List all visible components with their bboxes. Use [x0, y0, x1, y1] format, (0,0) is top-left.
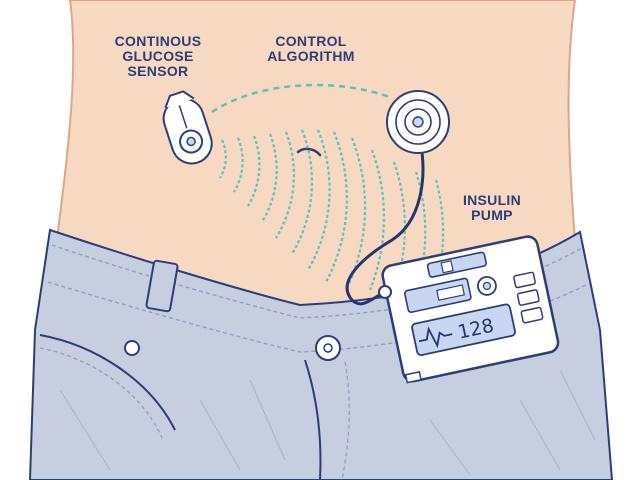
- label-algorithm-line-2: ALGORITHM: [267, 48, 355, 64]
- label-pump-line-2: PUMP: [471, 207, 513, 223]
- jeans-button-center: [323, 343, 333, 353]
- label-sensor-line-3: SENSOR: [127, 63, 189, 79]
- fly-stitch: [341, 361, 350, 480]
- label-algorithm-line-1: CONTROL: [275, 33, 347, 49]
- heartbeat-icon: [418, 326, 453, 349]
- navel: [296, 147, 322, 157]
- control-algorithm-icon: [386, 90, 450, 154]
- pocket-left: [39, 334, 176, 431]
- label-sensor-line-1: CONTINOUS: [114, 33, 202, 49]
- label-pump-line-1: INSULIN: [462, 192, 522, 208]
- fly-line: [304, 359, 322, 480]
- wireless-link: [211, 83, 393, 114]
- rivet: [124, 340, 140, 356]
- label-sensor-line-2: GLUCOSE: [122, 48, 194, 64]
- label-control-algorithm: CONTROL ALGORITHM: [250, 34, 372, 64]
- jeans-button: [315, 335, 341, 361]
- belt-loop-left: [145, 259, 179, 313]
- label-glucose-sensor: CONTINOUS GLUCOSE SENSOR: [102, 34, 214, 79]
- pocket-left-stitch: [39, 347, 163, 439]
- label-insulin-pump: INSULIN PUMP: [452, 193, 532, 223]
- insulin-pump-icon: 128: [381, 235, 560, 384]
- denim-texture: [59, 369, 596, 476]
- glucose-sensor-icon: [162, 90, 213, 165]
- insulin-tube: [345, 139, 425, 306]
- tube-connector: [378, 285, 392, 299]
- signal-waves: [219, 129, 445, 291]
